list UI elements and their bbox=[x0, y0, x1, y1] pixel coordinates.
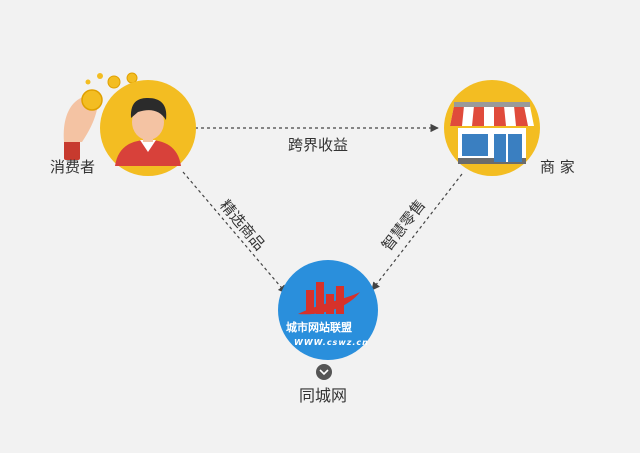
chevron-badge-icon bbox=[316, 364, 332, 380]
platform-label: 同城网 bbox=[299, 386, 348, 405]
consumer-node bbox=[63, 72, 196, 176]
person-icon bbox=[115, 98, 181, 166]
logo-text-url: WWW.cswz.cn bbox=[294, 338, 369, 347]
arrow-merchant-to-platform bbox=[371, 173, 463, 291]
edge-label-consumer-merchant: 跨界收益 bbox=[288, 136, 349, 154]
building-logo-icon bbox=[298, 282, 360, 315]
shop-icon bbox=[450, 102, 534, 164]
logo-text-cn: 城市网站联盟 bbox=[286, 321, 352, 334]
arrow-consumer-to-platform bbox=[182, 171, 287, 294]
hand-coins-icon bbox=[63, 72, 138, 160]
consumer-label: 消费者 bbox=[50, 158, 96, 176]
merchant-node bbox=[444, 80, 540, 176]
merchant-label: 商 家 bbox=[540, 158, 575, 176]
platform-node bbox=[278, 260, 378, 360]
